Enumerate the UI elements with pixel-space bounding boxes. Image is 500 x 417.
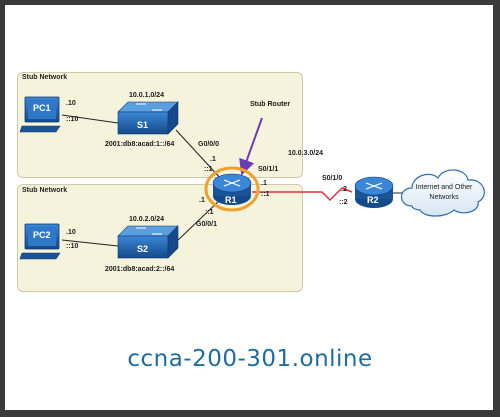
- r2-label: R2: [367, 195, 379, 205]
- r1-router-icon: [204, 166, 260, 212]
- s1-switch-icon: [117, 101, 179, 135]
- r1-s011-ipv6-label: ::1: [261, 191, 270, 198]
- r2-s010-ipv6-label: ::2: [339, 199, 348, 206]
- pc1-label: PC1: [33, 103, 51, 113]
- r1-s011-label: S0/1/1: [258, 166, 279, 173]
- pc2-label: PC2: [33, 230, 51, 240]
- pc1-icon: [19, 96, 61, 133]
- link-serial-r1-r2: [252, 187, 353, 202]
- r1-g000-ipv4-label: .1: [210, 156, 216, 163]
- cloud-label: Internet and Other Networks: [415, 184, 473, 201]
- net3-ipv4-label: 10.0.3.0/24: [288, 150, 324, 157]
- internet-cloud-icon: [400, 169, 485, 217]
- pc2-ipv6-label: ::10: [66, 243, 79, 250]
- net2-ipv6-label: 2001:db8:acad:2::/64: [105, 266, 175, 273]
- net1-ipv4-label: 10.0.1.0/24: [129, 92, 165, 99]
- zone-label-top: Stub Network: [22, 74, 68, 81]
- pc1-ipv6-label: ::10: [66, 116, 79, 123]
- link-pc2-s2: [61, 239, 119, 247]
- s2-switch-icon: [117, 225, 179, 259]
- pc2-icon: [19, 223, 61, 260]
- r1-s011-ipv4-label: .1: [261, 180, 267, 187]
- r2-router-icon: [354, 176, 394, 208]
- link-s1-r1: [175, 129, 223, 181]
- r1-label: R1: [225, 195, 237, 205]
- s2-label: S2: [137, 244, 149, 254]
- r2-s010-ipv4-label: .2: [341, 186, 347, 193]
- s1-label: S1: [137, 120, 149, 130]
- net2-ipv4-label: 10.0.2.0/24: [129, 216, 165, 223]
- r2-s010-label: S0/1/0: [322, 175, 343, 182]
- stub-router-arrow: [239, 117, 263, 176]
- r1-g000-label: G0/0/0: [198, 141, 220, 148]
- r1-g001-ipv6-label: ::1: [205, 209, 214, 216]
- r1-g001-label: G0/0/1: [196, 221, 218, 228]
- r1-g000-ipv6-label: ::1: [204, 166, 213, 173]
- net1-ipv6-label: 2001:db8:acad:1::/64: [105, 141, 175, 148]
- stub-router-label: Stub Router: [250, 101, 291, 108]
- r1-g001-ipv4-label: .1: [199, 197, 205, 204]
- site-watermark: ccna-200-301.online: [127, 346, 373, 372]
- pc2-ipv4-label: .10: [66, 229, 76, 236]
- zone-label-bottom: Stub Network: [22, 187, 68, 194]
- pc1-ipv4-label: .10: [66, 100, 76, 107]
- link-pc1-s1: [61, 114, 119, 124]
